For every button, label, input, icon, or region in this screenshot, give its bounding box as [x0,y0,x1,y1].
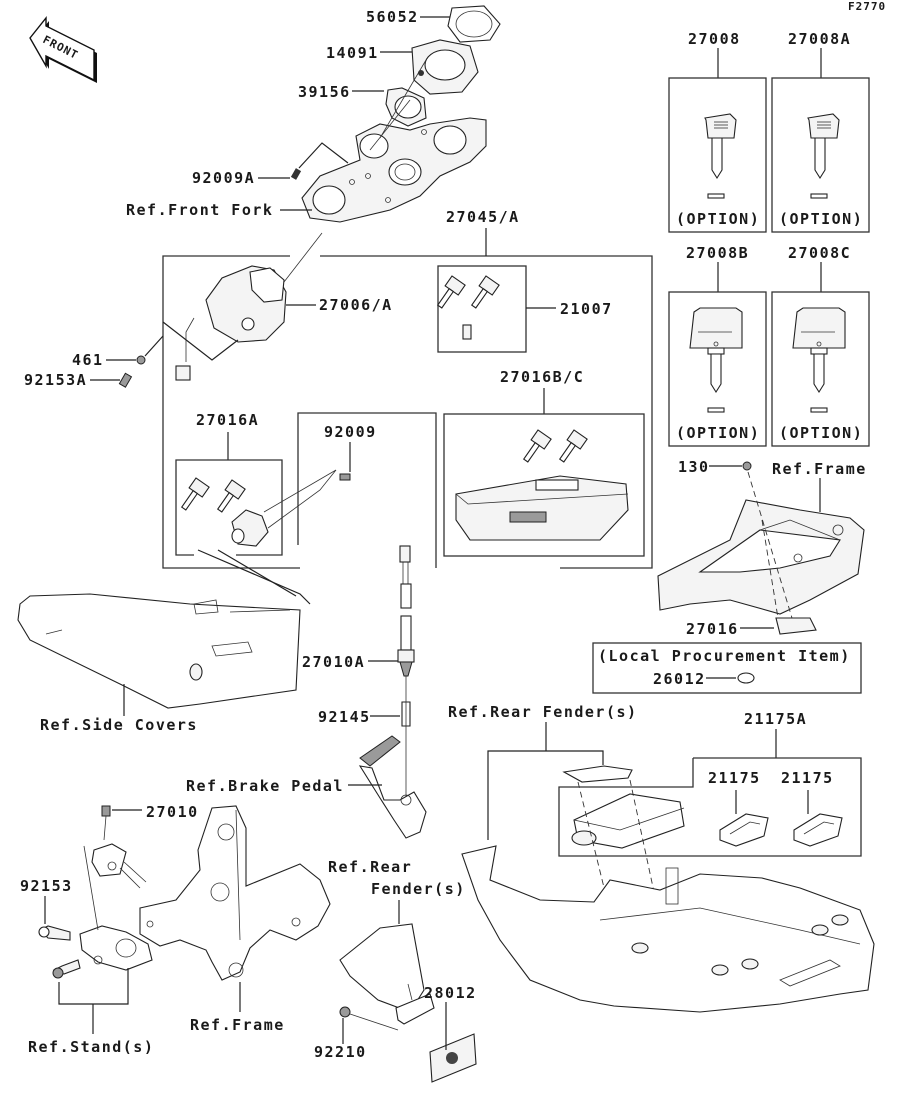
label-56052[interactable]: 56052 [366,8,419,26]
label-ref-brake-pedal[interactable]: Ref.Brake Pedal [186,777,344,795]
label-92009A[interactable]: 92009A [192,169,255,187]
brake-pedal [358,735,427,839]
brake-switch-27010A [397,545,415,677]
label-27016BC[interactable]: 27016B/C [500,368,584,386]
figure-id: F2770 [848,0,886,13]
screw-92009 [339,473,351,481]
label-ref-side-covers[interactable]: Ref.Side Covers [40,716,198,734]
label-ref-front-fork[interactable]: Ref.Front Fork [126,201,273,219]
stand-bracket [79,925,153,971]
label-21007[interactable]: 21007 [560,300,613,318]
label-14091[interactable]: 14091 [326,44,379,62]
label-ref-frame-top[interactable]: Ref.Frame [772,460,867,478]
immobilizer-amp [571,793,685,849]
option-label-4: (OPTION) [779,424,863,442]
label-ref-frame-bottom[interactable]: Ref.Frame [190,1016,285,1034]
bracket-27016 [775,617,817,635]
label-28012[interactable]: 28012 [424,984,477,1002]
label-ref-rear-fender-top[interactable]: Ref.Rear Fender(s) [448,703,638,721]
label-27010[interactable]: 27010 [146,803,199,821]
cover-14091 [411,39,479,95]
label-21175A[interactable]: 21175A [744,710,807,728]
connector-27010 [101,805,111,817]
ignition-switch-27006A [175,265,287,381]
label-27008A[interactable]: 27008A [788,30,851,48]
bracket-plate [562,765,633,783]
label-27006A[interactable]: 27006/A [319,296,393,314]
option-box-27008C [771,291,870,447]
keyset-21007-box [437,265,527,353]
ecu-unit [455,475,629,541]
rear-fender-body [461,845,875,1013]
ring-39156 [385,87,427,127]
sidestand-switch [91,815,147,889]
label-27016A[interactable]: 27016A [196,411,259,429]
bolt-92153A [118,372,133,388]
label-21175-1[interactable]: 21175 [708,769,761,787]
key-27008C-icon [792,307,846,413]
local-procurement-label: (Local Procurement Item) [598,647,851,665]
key-27008A-icon [807,113,840,199]
keys-27016BC [522,429,588,463]
label-92153[interactable]: 92153 [20,877,73,895]
label-ref-rear-line1[interactable]: Ref.Rear [328,858,412,876]
option-label-3: (OPTION) [676,424,760,442]
rear-frame-section [657,499,865,615]
reflector-28012 [429,1033,477,1083]
clip-21175-2 [793,813,843,847]
part-26012 [737,672,755,684]
nut-92210 [339,1006,351,1018]
option-box-27008B [668,291,767,447]
rear-fender-piece [339,923,435,1025]
front-arrow-icon: FRONT [29,16,97,83]
label-92210[interactable]: 92210 [314,1043,367,1061]
keys-27016A [180,477,246,513]
label-27008[interactable]: 27008 [688,30,741,48]
label-27010A[interactable]: 27010A [302,653,365,671]
triple-clamp [301,117,487,223]
label-92153A[interactable]: 92153A [24,371,87,389]
label-92145[interactable]: 92145 [318,708,371,726]
label-26012[interactable]: 26012 [653,670,706,688]
local-procurement-box [592,642,862,694]
bolt-92009A [290,168,302,180]
label-27045A[interactable]: 27045/A [446,208,520,226]
seat-lock-cylinder [231,509,269,547]
main-frame-lower [139,805,331,981]
label-461[interactable]: 461 [72,351,104,369]
option-box-27008 [668,77,767,233]
key-27008-icon [704,113,737,199]
ecu-box-27016BC [443,413,645,557]
keys-21007 [436,275,500,340]
label-21175-2[interactable]: 21175 [781,769,834,787]
option-label-1: (OPTION) [676,210,760,228]
label-27008B[interactable]: 27008B [686,244,749,262]
label-92009[interactable]: 92009 [324,423,377,441]
cap-56052 [447,5,501,43]
key-27008B-icon [689,307,743,413]
label-27016[interactable]: 27016 [686,620,739,638]
label-ref-rear-line2[interactable]: Fender(s) [371,880,466,898]
label-130[interactable]: 130 [678,458,710,476]
bolt-130 [742,461,752,471]
label-ref-stands[interactable]: Ref.Stand(s) [28,1038,154,1056]
option-label-2: (OPTION) [779,210,863,228]
side-cover [17,593,301,709]
washer-461 [136,355,146,365]
clip-21175-1 [719,813,769,847]
option-box-27008A [771,77,870,233]
label-27008C[interactable]: 27008C [788,244,851,262]
label-39156[interactable]: 39156 [298,83,351,101]
